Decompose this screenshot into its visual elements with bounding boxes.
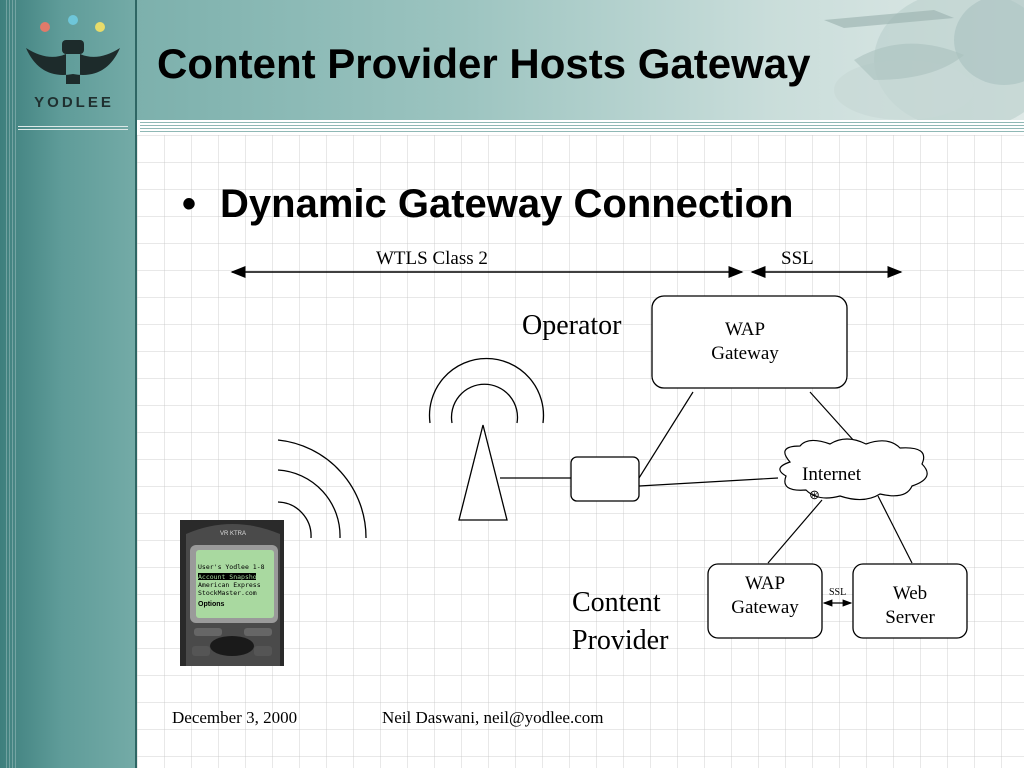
logo-rule — [18, 126, 128, 132]
left-band-edge — [135, 0, 137, 768]
operator-gateway-label: WAP Gateway — [690, 318, 800, 366]
bullet-text: Dynamic Gateway Connection — [220, 182, 794, 226]
tower-wave-inner — [450, 383, 519, 424]
wtls-label: WTLS Class 2 — [376, 248, 488, 269]
left-band-stripes — [6, 0, 16, 768]
phone-screen-line4: StockMaster.com — [198, 589, 257, 597]
webserver-line2: Server — [885, 607, 935, 628]
operator-gateway-line1: WAP — [724, 319, 766, 340]
header-rule — [140, 122, 1024, 132]
router-box — [570, 456, 640, 502]
tower-wave-outer — [428, 357, 545, 424]
header-decorative-art — [704, 0, 1024, 120]
webserver-line1: Web — [892, 583, 928, 604]
phone-soft-key-label: Options — [198, 601, 225, 608]
bullet-item: • Dynamic Gateway Connection — [182, 182, 793, 227]
phone-wave-2 — [277, 469, 341, 539]
logo-text: YODLEE — [34, 94, 114, 111]
phone-screen-line1: User's Yodlee 1-8 — [198, 563, 265, 571]
yodlee-logo — [18, 10, 128, 118]
footer-author: Neil Daswani, neil@yodlee.com — [382, 708, 604, 727]
content-provider-line2: Provider — [572, 625, 669, 656]
content-provider-label: Content Provider — [572, 584, 702, 660]
webserver-label: Web Server — [855, 582, 965, 630]
webserver-box — [852, 563, 968, 639]
content-provider-line1: Content — [572, 587, 661, 618]
phone-wave-1 — [277, 501, 312, 539]
phone-wave-3 — [277, 439, 367, 539]
cp-gateway-line1: WAP — [744, 573, 786, 594]
ssl-small-label: SSL — [829, 587, 847, 598]
internet-label: Internet — [802, 464, 862, 485]
tower — [458, 424, 508, 521]
operator-gateway-line2: Gateway — [711, 343, 779, 364]
internet-to-webserver-line — [877, 495, 913, 564]
phone-screen-line3: American Express — [198, 581, 261, 589]
bullet-dot: • — [182, 182, 197, 226]
internet-cursor-icon: ⊛ — [809, 487, 820, 502]
router-to-gateway-line — [638, 391, 694, 479]
cp-gateway-line2: Gateway — [731, 597, 799, 618]
internet-to-cp-gateway-line — [767, 499, 823, 564]
gateway-to-internet-line — [809, 391, 856, 443]
mobile-phone — [180, 520, 284, 666]
operator-gateway-box — [651, 295, 848, 389]
cp-gateway-box — [707, 563, 823, 639]
phone-screen-line2: Account Snapshot — [198, 573, 261, 581]
internet-cloud — [779, 438, 928, 501]
operator-label: Operator — [522, 310, 622, 341]
phone-brand: VR KTRA — [220, 531, 247, 537]
ssl-top-label: SSL — [781, 248, 814, 269]
cp-gateway-label: WAP Gateway — [710, 572, 820, 620]
footer-date: December 3, 2000 — [172, 708, 298, 727]
slide-title: Content Provider Hosts Gateway — [157, 40, 811, 87]
router-to-internet-line — [638, 477, 779, 487]
